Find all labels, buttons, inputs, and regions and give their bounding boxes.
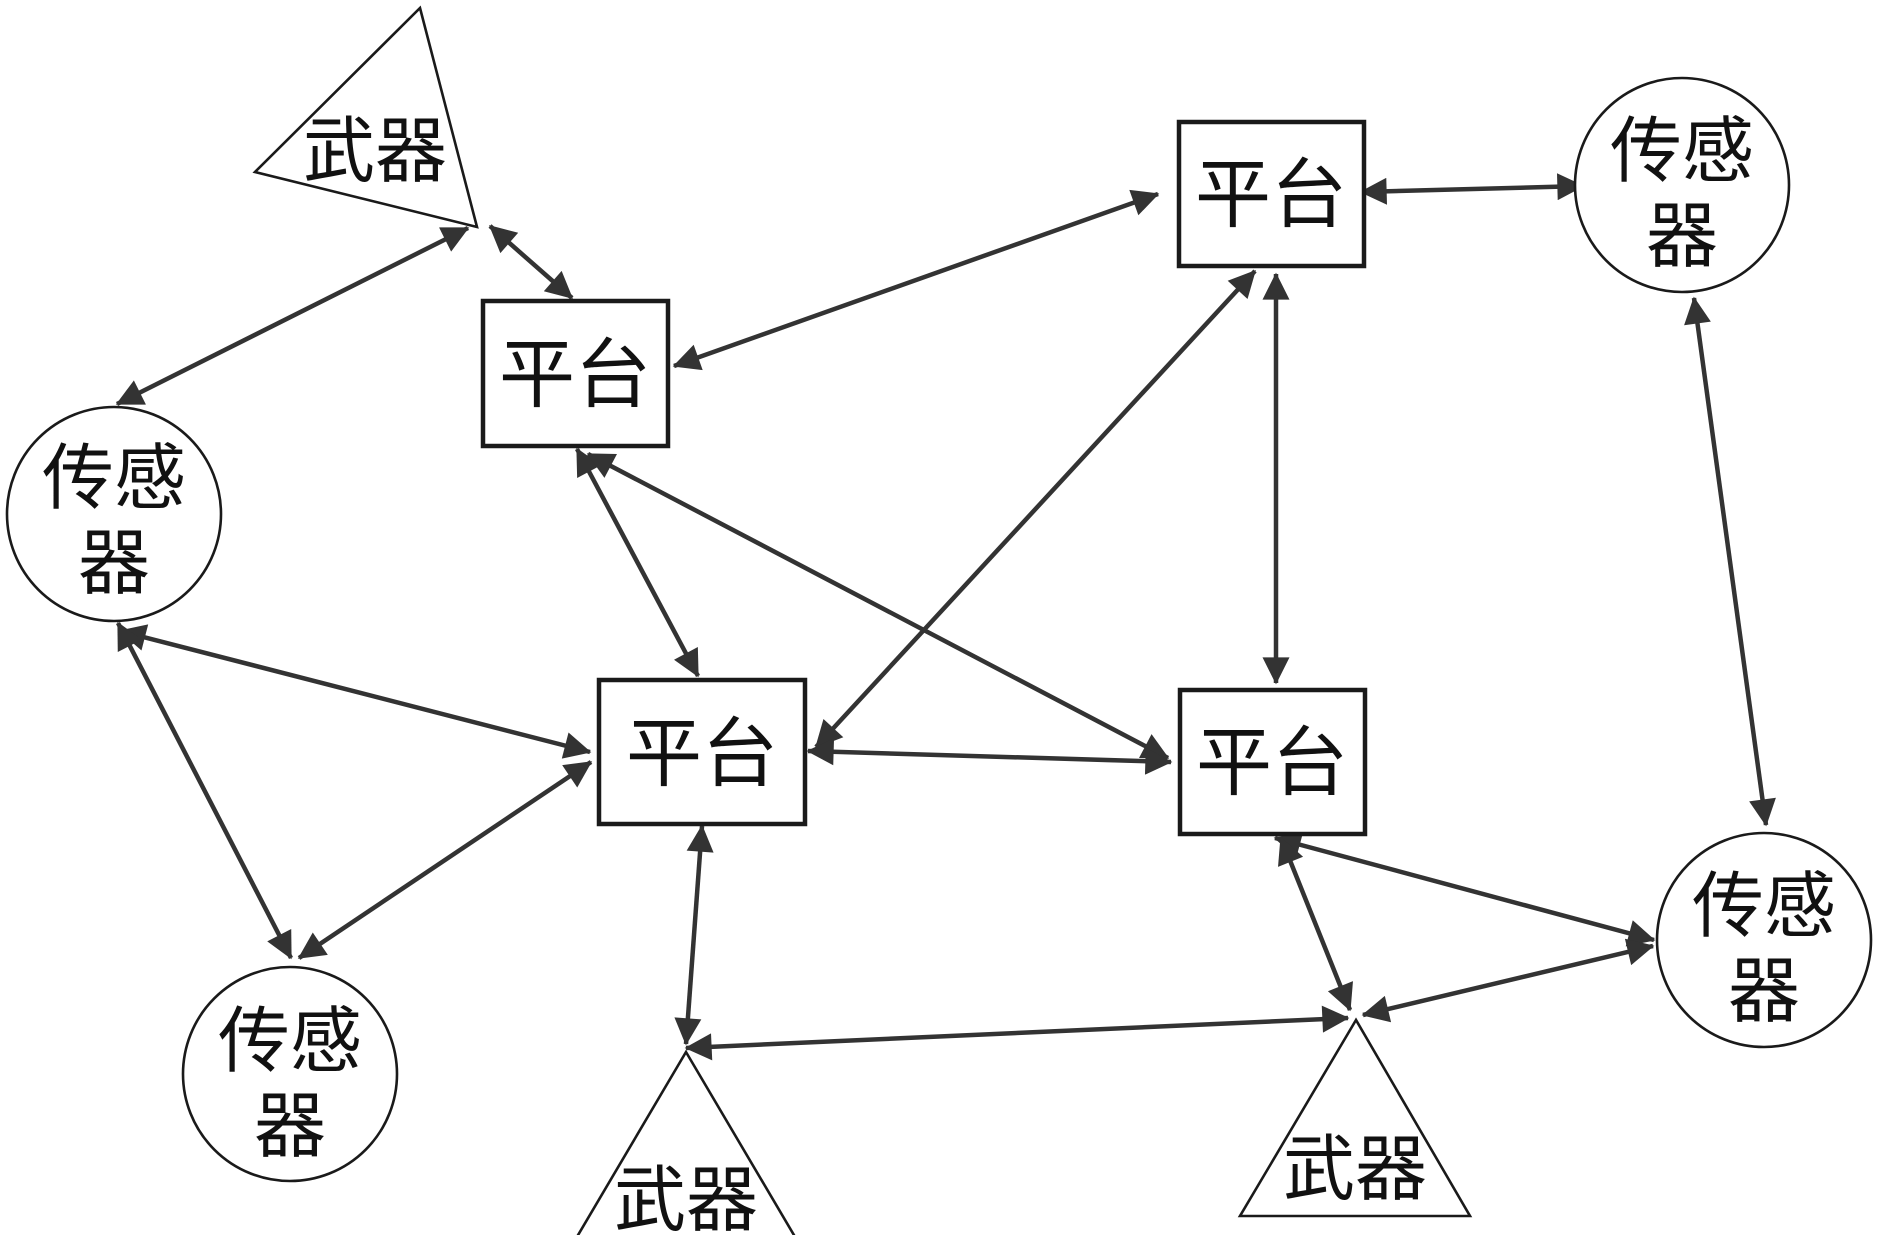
sensor-node-right: 传感 器	[1655, 831, 1873, 1049]
weapon-label: 武器	[1283, 1127, 1427, 1211]
sensor-label-line1: 传感	[1610, 109, 1754, 193]
edge-weapon-tl-sensor-left	[115, 225, 470, 407]
platform-node-b: 平台	[1176, 119, 1367, 269]
edge-platform-d-weapon-br	[1278, 836, 1353, 1012]
edge-platform-b-sensor-tr	[1359, 173, 1585, 205]
edge-platform-c-platform-d	[806, 738, 1173, 775]
edge-sensor-left-platform-c	[118, 624, 592, 759]
platform-label: 平台	[626, 709, 778, 798]
edge-platform-a-platform-c	[575, 447, 700, 678]
weapon-label: 武器	[614, 1158, 758, 1235]
platform-node-d: 平台	[1177, 687, 1368, 837]
sensor-label-line1: 传感	[218, 999, 362, 1083]
edge-platform-c-sensor-bl	[297, 760, 593, 960]
edges	[115, 173, 1776, 1061]
sensor-node-top-right: 传感 器	[1573, 76, 1791, 294]
edge-platform-c-weapon-bl	[674, 824, 714, 1046]
edge-platform-d-sensor-r	[1273, 831, 1656, 947]
sensor-label-line1: 传感	[1692, 864, 1836, 948]
weapon-node-bottom-right: 武器	[1237, 1017, 1473, 1218]
edge-weapon-tl-platform-a	[488, 224, 574, 300]
edge-platform-b-platform-c	[814, 269, 1257, 749]
platform-node-c: 平台	[596, 677, 808, 827]
weapon-node-bottom-left: 武器	[576, 1049, 796, 1235]
edge-weapon-bl-weapon-br	[684, 1005, 1350, 1061]
platform-label: 平台	[499, 330, 651, 419]
edge-weapon-br-sensor-r	[1361, 938, 1655, 1023]
sensor-label-line2: 器	[78, 521, 150, 605]
edge-sensor-tr-sensor-r	[1684, 296, 1776, 827]
platform-label: 平台	[1195, 150, 1347, 239]
platform-node-a: 平台	[480, 298, 671, 449]
weapon-label: 武器	[303, 109, 447, 193]
weapon-node-top-left: 武器	[252, 5, 479, 229]
sensor-label-line2: 器	[1646, 194, 1718, 278]
edge-platform-a-platform-b	[672, 189, 1160, 371]
sensor-label-line1: 传感	[42, 436, 186, 520]
sensor-node-left: 传感 器	[5, 405, 223, 623]
edge-sensor-left-sensor-bl	[116, 621, 293, 960]
sensor-node-bottom-left: 传感 器	[181, 965, 399, 1183]
sensor-label-line2: 器	[1728, 949, 1800, 1033]
sensor-label-line2: 器	[254, 1084, 326, 1168]
platform-label: 平台	[1196, 718, 1348, 807]
